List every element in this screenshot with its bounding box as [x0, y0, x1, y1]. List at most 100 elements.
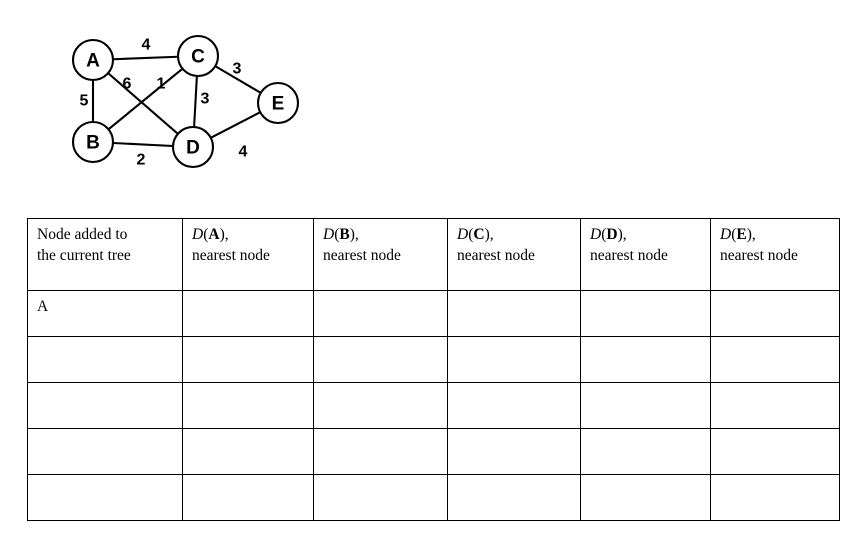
table-cell-r0-c5[interactable] [710, 290, 840, 337]
table-cell-r3-c0[interactable] [27, 428, 183, 475]
table-cell-r0-c2[interactable] [313, 290, 448, 337]
node-circle-e [256, 81, 300, 125]
table-row [27, 382, 840, 429]
graph-node-a: A [71, 38, 115, 82]
header-line-secondary: nearest node [720, 247, 798, 265]
edge-weight-cd: 3 [201, 91, 210, 108]
graph-edge-cd [193, 74, 198, 129]
table-cell-r1-c4[interactable] [580, 336, 711, 383]
table-cell-r4-c1[interactable] [182, 474, 314, 521]
graph-edges-layer [91, 55, 262, 148]
edge-weight-bc: 1 [157, 76, 166, 93]
header-line-primary: D(A), [192, 226, 229, 243]
graph-edge-ce [214, 65, 262, 94]
edge-weight-bd: 2 [137, 152, 146, 169]
table-cell-r3-c3[interactable] [447, 428, 581, 475]
node-label-c: C [191, 47, 205, 68]
table-row: A [27, 290, 840, 337]
edge-weight-ab: 5 [80, 93, 89, 110]
table-cell-r1-c0[interactable] [27, 336, 183, 383]
header-line-secondary: the current tree [37, 247, 131, 265]
table-header-cell-4: D(D),nearest node [580, 218, 711, 291]
distance-symbol: D [192, 226, 204, 243]
header-line-primary: D(E), [720, 226, 756, 243]
graph-node-b: B [71, 120, 115, 164]
table-header-row: Node added to the current tree D(A), neares… [27, 218, 840, 291]
graph-edge-de [209, 111, 262, 139]
cell-value: A [37, 298, 49, 315]
distance-symbol: D [323, 226, 335, 243]
table-cell-r1-c5[interactable] [710, 336, 840, 383]
table-row [27, 336, 840, 383]
graph-nodes-layer: A C E B D [71, 34, 300, 169]
graph-edge-ac [111, 55, 180, 61]
table-header-cell-2: D(B), nearest node [313, 218, 448, 291]
distance-symbol: D [457, 226, 469, 243]
node-label-d: D [186, 138, 200, 159]
distance-symbol: D [720, 226, 732, 243]
node-circle-d [171, 125, 215, 169]
table-cell-r2-c3[interactable] [447, 382, 581, 429]
table-cell-r2-c2[interactable] [313, 382, 448, 429]
table-cell-r3-c2[interactable] [313, 428, 448, 475]
table-cell-r0-c0[interactable]: A [27, 290, 183, 337]
table-row [27, 474, 840, 521]
graph-node-d: D [171, 125, 215, 169]
header-line-primary: D(C), [457, 226, 494, 243]
table-cell-r2-c5[interactable] [710, 382, 840, 429]
header-line-primary: D(D), [590, 226, 627, 243]
distance-node-name: B [339, 226, 350, 243]
table-header: Node added to the current tree D(A), neares… [27, 218, 840, 291]
header-line-primary: D(B), [323, 226, 359, 243]
table-cell-r0-c3[interactable] [447, 290, 581, 337]
node-label-a: A [86, 51, 100, 72]
graph-edge-bc [107, 67, 184, 131]
table-header-cell-1: D(A), nearest node [182, 218, 314, 291]
table-cell-r3-c1[interactable] [182, 428, 314, 475]
table-cell-r0-c1[interactable] [182, 290, 314, 337]
node-circle-a [71, 38, 115, 82]
node-label-b: B [86, 133, 100, 154]
table-cell-r3-c4[interactable] [580, 428, 711, 475]
distance-node-name: C [473, 226, 485, 243]
header-line-secondary: nearest node [192, 247, 270, 265]
distance-symbol: D [590, 226, 602, 243]
table-header-cell-0: Node added to the current tree [27, 218, 183, 291]
table-cell-r3-c5[interactable] [710, 428, 840, 475]
table-cell-r4-c4[interactable] [580, 474, 711, 521]
graph-node-e: E [256, 81, 300, 125]
distance-node-name: E [736, 226, 747, 243]
table-cell-r4-c0[interactable] [27, 474, 183, 521]
distance-node-name: A [208, 226, 220, 243]
table-cell-r1-c1[interactable] [182, 336, 314, 383]
table-cell-r4-c2[interactable] [313, 474, 448, 521]
graph-edge-ad [107, 72, 179, 135]
table-cell-r4-c5[interactable] [710, 474, 840, 521]
edge-weight-ac: 4 [142, 37, 151, 54]
graph-edge-bd [111, 141, 175, 148]
dijkstra-table: Node added to the current tree D(A), neares… [27, 218, 840, 521]
table-cell-r2-c0[interactable] [27, 382, 183, 429]
header-line-primary: Node added to [37, 226, 128, 243]
table-cell-r1-c2[interactable] [313, 336, 448, 383]
table-header-cell-5: D(E), nearest node [710, 218, 840, 291]
table-header-cell-3: D(C), nearest node [447, 218, 581, 291]
edge-weight-ad: 6 [123, 76, 132, 93]
table-body: A [27, 290, 840, 521]
distance-node-name: D [606, 226, 618, 243]
header-line-secondary: nearest node [457, 247, 535, 265]
table-cell-r1-c3[interactable] [447, 336, 581, 383]
table-cell-r0-c4[interactable] [580, 290, 711, 337]
table-cell-r4-c3[interactable] [447, 474, 581, 521]
table-cell-r2-c1[interactable] [182, 382, 314, 429]
node-circle-c [176, 34, 220, 78]
table-row [27, 428, 840, 475]
graph-node-c: C [176, 34, 220, 78]
node-circle-b [71, 120, 115, 164]
header-line-secondary: nearest node [323, 247, 401, 265]
edge-weight-de: 4 [239, 144, 248, 161]
table-cell-r2-c4[interactable] [580, 382, 711, 429]
